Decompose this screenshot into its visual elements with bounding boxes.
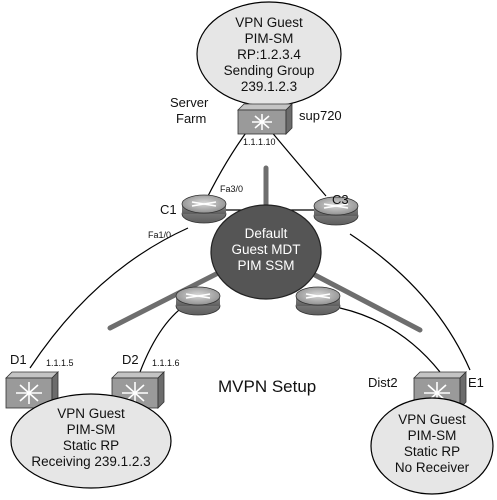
bubble-right: VPN Guest PIM-SM Static RP No Receiver bbox=[370, 397, 494, 495]
bubble-top: VPN Guest PIM-SM RP:1.2.3.4 Sending Grou… bbox=[196, 1, 342, 107]
bubble-top-line-2: PIM-SM bbox=[245, 31, 294, 46]
label-e1: E1 bbox=[468, 375, 484, 390]
link-sup720-c1 bbox=[206, 129, 249, 199]
links bbox=[29, 129, 471, 373]
label-ip-server: 1.1.1.10 bbox=[243, 137, 276, 147]
label-farm: Farm bbox=[176, 111, 206, 126]
center-line-2: Guest MDT bbox=[231, 242, 300, 257]
sup720-switch-icon bbox=[237, 103, 293, 135]
bubble-right-line-4: No Receiver bbox=[395, 460, 470, 475]
multilayer-switch-icon bbox=[5, 371, 59, 409]
bubble-left-line-3: Static RP bbox=[63, 438, 119, 453]
diagram-title: MVPN Setup bbox=[218, 377, 316, 396]
label-fa30: Fa3/0 bbox=[220, 184, 243, 194]
label-d2: D2 bbox=[122, 352, 139, 367]
label-server: Server bbox=[170, 95, 209, 110]
label-c3: C3 bbox=[332, 192, 349, 207]
label-sup720: sup720 bbox=[299, 108, 342, 123]
bubble-left: VPN Guest PIM-SM Static RP Receiving 239… bbox=[10, 393, 172, 489]
link-sup720-c3 bbox=[269, 129, 327, 197]
center-mdt-bubble: Default Guest MDT PIM SSM bbox=[210, 204, 322, 300]
bubble-top-line-4: Sending Group bbox=[224, 63, 315, 78]
label-ip-d2: 1.1.1.6 bbox=[152, 358, 180, 368]
router-icon bbox=[181, 194, 227, 224]
center-line-1: Default bbox=[245, 226, 288, 241]
center-line-3: PIM SSM bbox=[237, 258, 294, 273]
link-c1-d1 bbox=[29, 227, 189, 369]
label-dist2: Dist2 bbox=[368, 375, 398, 390]
link-c3-e1 bbox=[349, 233, 471, 371]
bubble-left-line-2: PIM-SM bbox=[67, 422, 116, 437]
bubble-right-line-2: PIM-SM bbox=[408, 428, 457, 443]
label-d1: D1 bbox=[10, 352, 27, 367]
bubble-left-line-4: Receiving 239.1.2.3 bbox=[31, 454, 150, 469]
bubble-right-line-1: VPN Guest bbox=[398, 412, 466, 427]
bubble-right-line-3: Static RP bbox=[404, 444, 460, 459]
router-icon bbox=[175, 286, 221, 316]
bubble-left-line-1: VPN Guest bbox=[57, 406, 125, 421]
label-c1: C1 bbox=[160, 202, 177, 217]
bubble-top-line-5: 239.1.2.3 bbox=[241, 79, 297, 94]
bubble-top-line-1: VPN Guest bbox=[235, 15, 303, 30]
label-ip-d1: 1.1.1.5 bbox=[46, 358, 74, 368]
label-fa10: Fa1/0 bbox=[148, 230, 171, 240]
router-icon bbox=[313, 196, 359, 226]
link-core-dist2 bbox=[339, 307, 441, 373]
router-icon bbox=[295, 286, 341, 316]
bubble-top-line-3: RP:1.2.3.4 bbox=[237, 47, 301, 62]
